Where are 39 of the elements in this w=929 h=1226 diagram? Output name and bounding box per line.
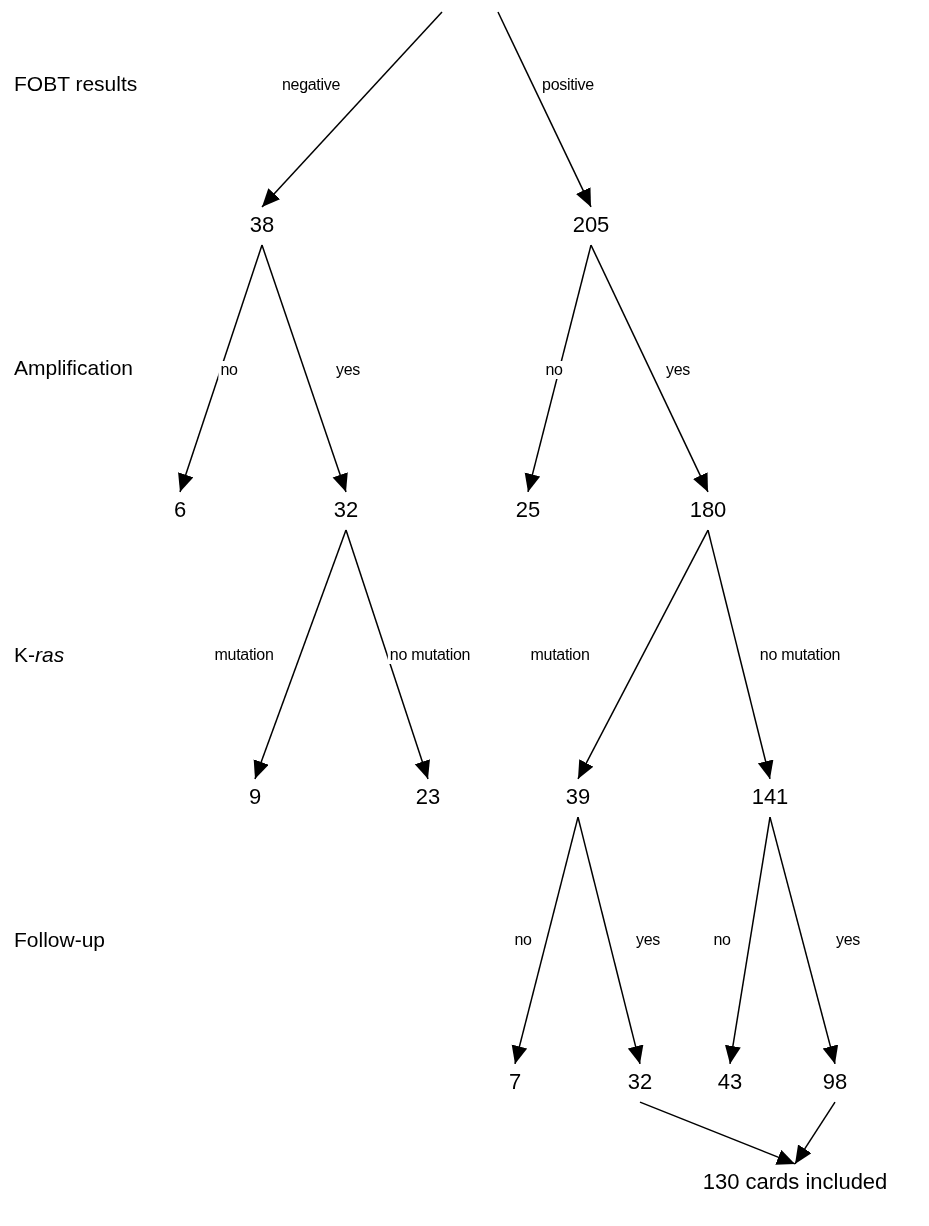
- arrow: [725, 816, 771, 1065]
- arrow: [577, 816, 644, 1065]
- row-heading: Follow-up: [14, 928, 106, 952]
- arrow: [253, 529, 347, 780]
- count-text: 7: [508, 1069, 522, 1095]
- count-text: 205: [572, 212, 610, 238]
- count-text: 141: [751, 784, 789, 810]
- arrow: [794, 1101, 836, 1165]
- arrow: [261, 244, 348, 493]
- count-text: 6: [173, 497, 187, 523]
- arrow: [178, 244, 263, 493]
- arrow: [639, 1101, 796, 1165]
- count-text: 98: [822, 1069, 848, 1095]
- count-text: 23: [415, 784, 441, 810]
- arrow: [524, 244, 592, 493]
- edge-label: no: [218, 361, 240, 379]
- row-heading: FOBT results: [14, 72, 138, 96]
- count-text: 32: [627, 1069, 653, 1095]
- count-text: 43: [717, 1069, 743, 1095]
- row-heading: K-ras: [14, 643, 65, 667]
- count-text: 9: [248, 784, 262, 810]
- count-text: 38: [249, 212, 275, 238]
- count-text: 130 cards included: [702, 1169, 888, 1195]
- arrow: [707, 529, 774, 780]
- edge-label: positive: [540, 76, 596, 94]
- edge-label: no: [543, 361, 565, 379]
- count-text: 25: [515, 497, 541, 523]
- arrow: [577, 529, 709, 780]
- arrow: [511, 816, 579, 1065]
- edge-label: no mutation: [387, 646, 473, 664]
- row-heading: Amplification: [14, 356, 134, 380]
- count-text: 39: [565, 784, 591, 810]
- count-text: 32: [333, 497, 359, 523]
- arrow: [345, 529, 430, 780]
- arrow: [261, 11, 443, 208]
- arrow: [769, 816, 839, 1065]
- count-text: 180: [689, 497, 727, 523]
- arrow: [497, 11, 592, 208]
- arrow: [590, 244, 709, 493]
